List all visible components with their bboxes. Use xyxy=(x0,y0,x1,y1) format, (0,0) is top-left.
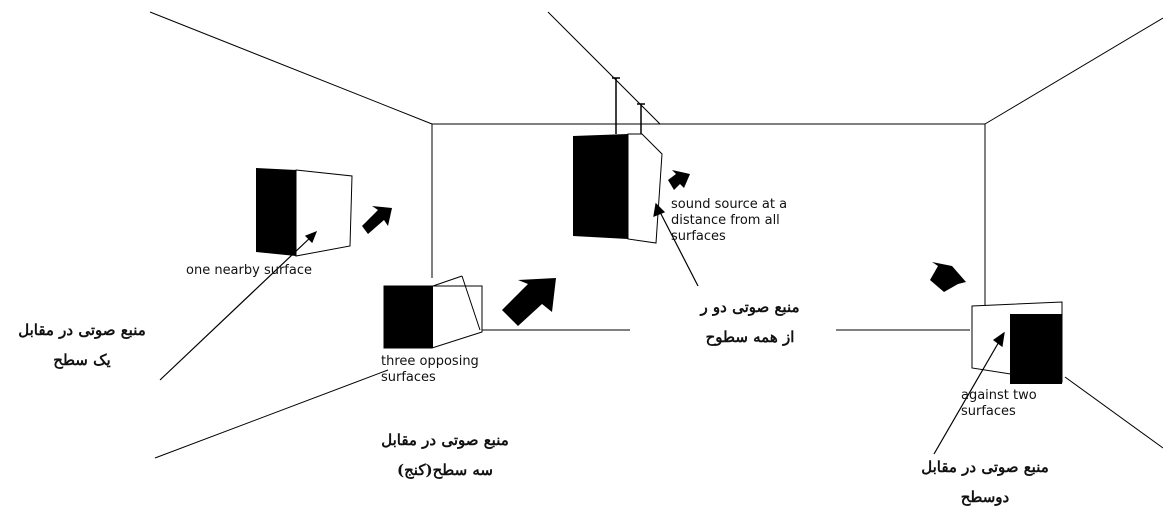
label-fa-one-surface: منبع صوتی در مقابل یک سطح xyxy=(2,315,162,375)
label-distance-line-2: distance from all xyxy=(671,213,780,228)
room-lines xyxy=(149,11,1163,459)
label-three-line-1: three opposing xyxy=(381,354,479,369)
ceiling-beam-line xyxy=(547,11,661,125)
label-three-opposing-surfaces: three opposing surfaces xyxy=(381,354,479,386)
label-distance-line-1: sound source at a xyxy=(671,197,788,212)
label-fa-two-surfaces: منبع صوتی در مقابل دوسطح xyxy=(895,452,1075,512)
label-fa-two-line-2: دوسطح xyxy=(960,488,1010,506)
hanging-wires xyxy=(612,77,645,138)
label-one-nearby-surface: one nearby surface xyxy=(186,263,312,278)
speaker-corner xyxy=(383,275,483,349)
ceiling-left-edge xyxy=(149,11,433,125)
label-fa-distance-line-1: منبع صوتی دو ر xyxy=(700,298,800,316)
label-fa-distance-line-2: از همه سطوح xyxy=(705,328,795,346)
speaker-two-surfaces xyxy=(971,301,1063,384)
pointer-one-surface-head xyxy=(304,230,318,244)
pointer-hanging xyxy=(659,211,699,287)
label-fa-three-surfaces: منبع صوتی در مقابل سه سطح(کنج) xyxy=(360,425,530,485)
pointer-hanging-head xyxy=(653,202,666,217)
label-fa-distance: منبع صوتی دو ر از همه سطوح xyxy=(660,292,840,352)
label-distance-line-3: surfaces xyxy=(671,229,726,244)
arrow-hanging xyxy=(668,170,690,190)
floor-left-edge xyxy=(154,369,389,459)
pointer-two-surfaces-head xyxy=(992,331,1005,348)
pointer-two-surfaces xyxy=(933,339,1001,455)
ceiling-right-edge xyxy=(984,17,1163,125)
label-two-line-1: against two xyxy=(961,388,1037,403)
label-fa-three-line-1: منبع صوتی در مقابل xyxy=(381,431,509,449)
arrow-corner xyxy=(502,278,556,326)
speaker-hanging xyxy=(573,133,663,244)
label-fa-three-line-2: سه سطح(کنج) xyxy=(397,461,493,479)
label-two-line-2: surfaces xyxy=(961,404,1016,419)
label-fa-two-line-1: منبع صوتی در مقابل xyxy=(921,458,1049,476)
label-fa-one-line-2: یک سطح xyxy=(53,351,111,369)
arrow-one-surface xyxy=(362,206,392,234)
label-three-line-2: surfaces xyxy=(381,370,436,385)
arrow-two-surfaces xyxy=(930,262,966,292)
pointer-one-surface xyxy=(159,235,313,381)
label-against-two-surfaces: against two surfaces xyxy=(961,388,1037,420)
sound-arrows xyxy=(362,170,966,326)
pointer-lines xyxy=(159,202,1005,455)
label-distance-from-all-surfaces: sound source at a distance from all surf… xyxy=(671,197,787,245)
floor-right-edge xyxy=(1064,376,1163,449)
label-fa-one-line-1: منبع صوتی در مقابل xyxy=(18,321,146,339)
